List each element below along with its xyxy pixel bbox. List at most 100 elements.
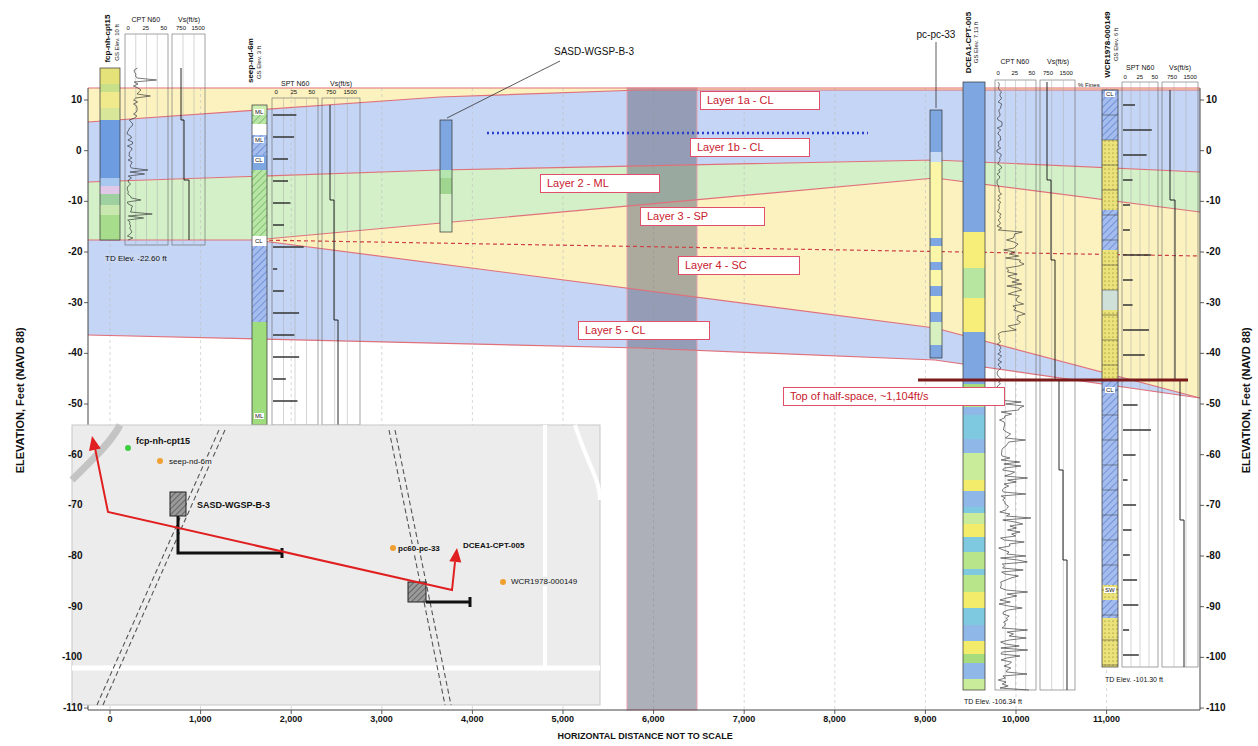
soil-log-segment	[440, 170, 452, 178]
soil-log-segment	[963, 439, 985, 453]
soil-log-segment	[252, 170, 267, 236]
axis-tick-mark	[1200, 404, 1204, 405]
soil-log-segment	[252, 114, 267, 124]
section-line	[95, 448, 455, 590]
cpt-trace	[997, 82, 1031, 690]
scale-tick: 1500	[1184, 74, 1197, 81]
layer-name: Layer 4 - SC	[685, 259, 747, 271]
soil-log-segment	[440, 178, 452, 194]
spt-bar	[273, 400, 297, 402]
soil-log-segment	[963, 415, 985, 423]
layer-name: Layer 3 - SP	[647, 210, 708, 222]
soil-log-segment	[440, 194, 452, 232]
soil-log-segment	[252, 246, 267, 322]
scale-tick: 0	[1124, 74, 1127, 81]
sample-divider	[1102, 665, 1118, 666]
log-plot-frame	[995, 80, 1036, 690]
scale-tick: 0	[275, 89, 278, 96]
log-plot-grid	[194, 34, 195, 245]
soil-log-segment	[963, 625, 985, 641]
ground-elevation: GS Elev. 6 ft	[1113, 27, 1120, 60]
layer-label: Layer 1a - CL	[700, 91, 820, 110]
soil-log-segment	[930, 110, 942, 152]
scale-tick: 750	[1043, 70, 1053, 77]
spt-bar	[273, 114, 296, 116]
sample-divider	[1102, 615, 1118, 616]
sample-divider	[1102, 515, 1118, 516]
soil-log-segment	[963, 654, 985, 663]
axis-tick-mark	[291, 710, 292, 714]
location-dot	[390, 545, 396, 551]
soil-log-segment	[963, 575, 985, 592]
axis-title: HORIZONTAL DISTANCE NOT TO SCALE	[558, 731, 733, 741]
leader-line	[447, 61, 560, 118]
soil-log-segment	[963, 332, 985, 384]
layer-label: Layer 3 - SP	[640, 207, 765, 226]
boring-name: DCEA1-CPT-005	[964, 11, 973, 72]
scale-tick: 1500	[344, 89, 357, 96]
structure-symbol	[170, 492, 186, 516]
axis-tick: -110	[63, 702, 82, 714]
soil-log-segment	[252, 155, 267, 170]
axis-tick: -80	[1206, 550, 1220, 562]
axis-tick: 8,000	[823, 714, 846, 724]
axis-tick: 3,000	[370, 714, 393, 724]
log-plot-grid	[306, 98, 307, 425]
spt-bar	[1123, 654, 1139, 656]
soil-log-segment	[100, 215, 120, 240]
axis-tick: 0	[1206, 145, 1212, 157]
axis-tick-mark	[1200, 150, 1204, 151]
axis-tick: 7,000	[733, 714, 756, 724]
spt-bar	[1123, 254, 1151, 256]
soil-log-outline	[930, 110, 942, 358]
axis-tick-mark	[84, 150, 88, 151]
spt-bar	[273, 378, 286, 380]
location-dot	[500, 579, 506, 585]
soil-log-segment	[1102, 140, 1118, 210]
axis-tick-mark	[1200, 657, 1204, 658]
soil-log-segment	[963, 407, 985, 415]
soil-log-outline	[440, 120, 452, 232]
soil-log-segment	[100, 84, 120, 92]
axis-tick-mark	[1200, 708, 1204, 709]
axis-tick: 2,000	[280, 714, 303, 724]
grid-line	[744, 88, 745, 710]
log-plot-grid	[1186, 82, 1187, 667]
sample-divider	[1102, 290, 1118, 291]
column-header: Vs(ft/s)	[1047, 58, 1069, 66]
location-dot	[125, 445, 131, 451]
axis-tick: -60	[1206, 449, 1220, 461]
soil-log-segment	[963, 537, 985, 552]
spt-bar	[273, 356, 299, 358]
axis-tick-mark	[1200, 302, 1204, 303]
dotted-line	[487, 132, 868, 135]
soil-log-segment	[1102, 100, 1118, 140]
axis-tick-mark	[1200, 505, 1204, 506]
soil-log-segment	[1102, 210, 1118, 250]
scale-tick: 750	[1167, 74, 1177, 81]
axis-tick-mark	[84, 201, 88, 202]
soil-log-segment	[252, 322, 267, 425]
log-plot-grid	[1025, 80, 1026, 690]
log-plot-grid	[135, 34, 136, 245]
site-map	[72, 666, 600, 671]
spt-bar	[1123, 554, 1130, 556]
soil-log-segment	[963, 298, 985, 332]
soil-log-segment	[930, 262, 942, 270]
soil-log-segment	[930, 152, 942, 162]
site-map	[575, 425, 600, 500]
axis-tick-mark	[653, 710, 654, 714]
axis-tick: -70	[1206, 499, 1220, 511]
spt-bar	[1123, 429, 1151, 431]
log-plot-grid	[347, 98, 348, 425]
axis-tick: 10	[1206, 94, 1217, 106]
axis-tick-mark	[834, 710, 835, 714]
section-line	[89, 436, 101, 451]
sample-divider	[1102, 415, 1118, 416]
soil-log-segment	[963, 608, 985, 625]
axis-tick-mark	[84, 302, 88, 303]
scale-tick: 25	[143, 25, 150, 32]
axis-tick-mark	[110, 710, 111, 714]
spt-bar	[1123, 404, 1138, 406]
